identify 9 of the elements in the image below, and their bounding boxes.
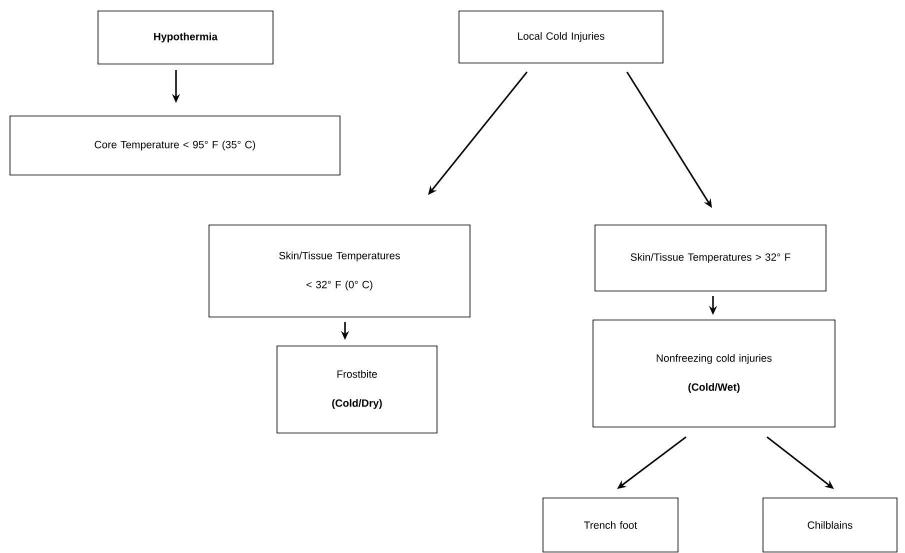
text-box: Local Cold Injuries xyxy=(458,10,664,64)
text-box: Trench foot xyxy=(542,498,678,552)
text-box: Nonfreezing cold injuries (Cold/Wet) xyxy=(592,320,836,428)
text-box: Frostbite (Cold/Dry) xyxy=(276,346,438,434)
text-box: Chilblains xyxy=(762,498,898,552)
text-box: Core Temperature < 95° F (35° C) xyxy=(10,116,340,176)
text-box: Skin/Tissue Temperatures > 32° F xyxy=(594,224,826,292)
text-box: Hypothermia xyxy=(98,10,274,64)
text-box: Skin/Tissue Temperatures < 32° F (0° C) xyxy=(208,224,470,318)
